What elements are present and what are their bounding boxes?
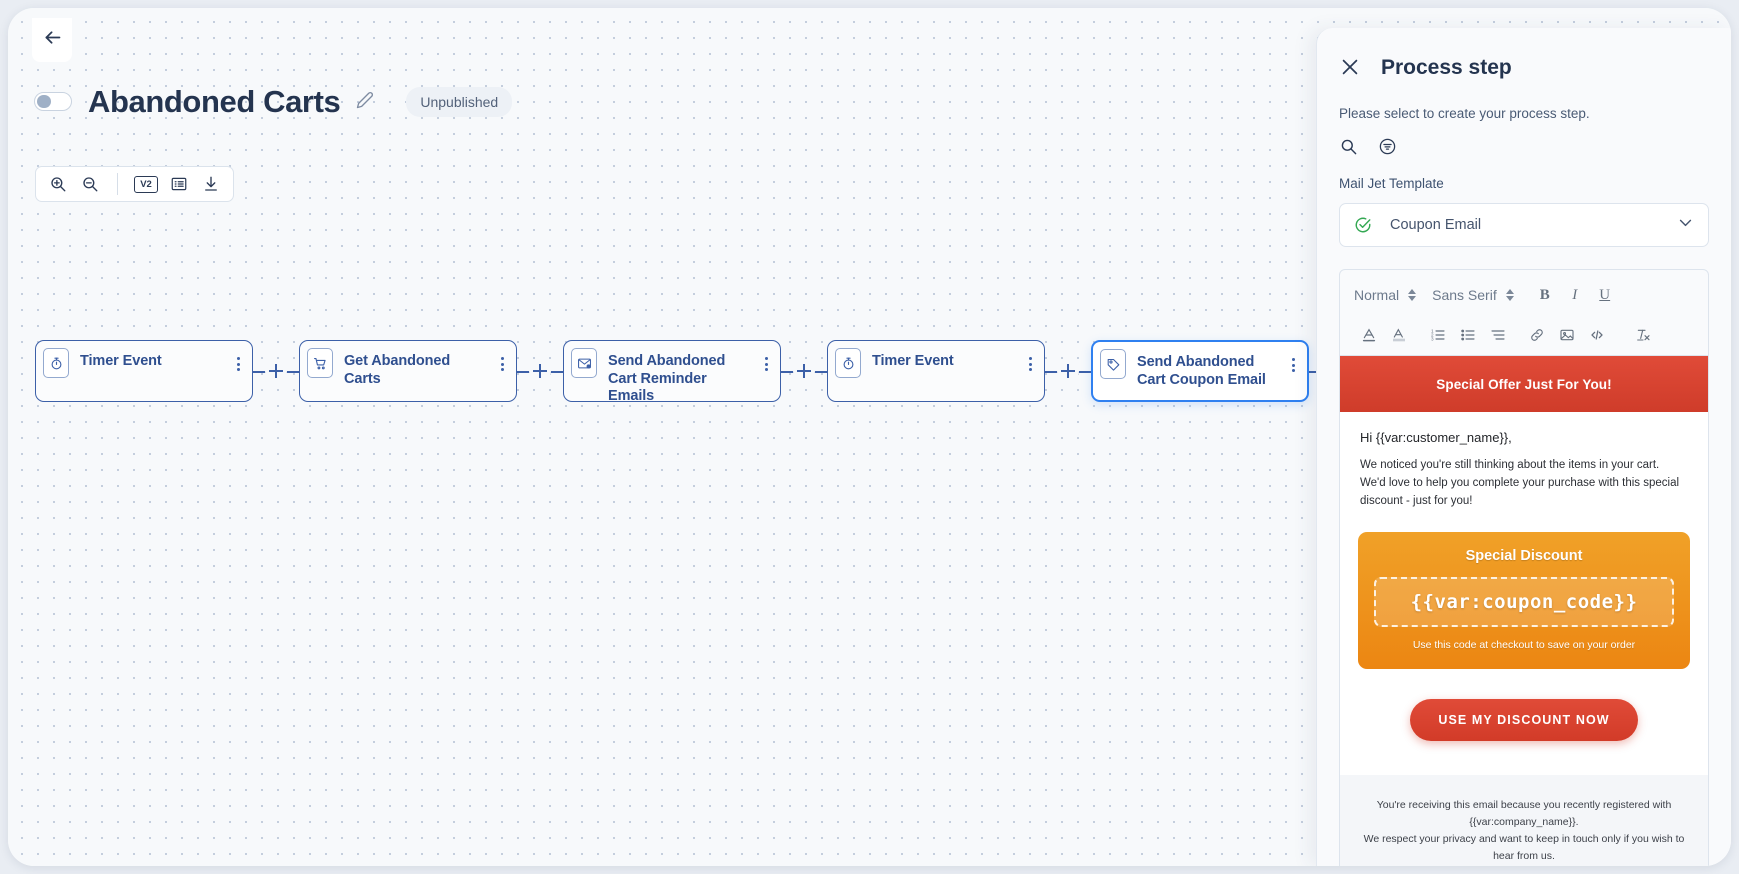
coupon-note: Use this code at checkout to save on you… [1412, 639, 1636, 652]
close-icon[interactable] [1339, 56, 1363, 80]
flow-node-menu-button[interactable] [760, 355, 772, 373]
flow-row: Timer Event Get Abandoned Carts [8, 340, 1355, 410]
cart-icon [307, 348, 333, 378]
chevron-down-icon[interactable] [1677, 214, 1694, 236]
flow-node-menu-button[interactable] [232, 355, 244, 373]
svg-text:2: 2 [1431, 332, 1434, 337]
mail-jet-template-label: Mail Jet Template [1339, 176, 1444, 191]
flow-node-get-abandoned-carts[interactable]: Get Abandoned Carts [299, 340, 517, 402]
tag-icon [1100, 349, 1126, 379]
footer-line-1: You're receiving this email because you … [1376, 799, 1672, 829]
publish-toggle[interactable] [34, 92, 72, 111]
back-button[interactable] [32, 18, 72, 62]
search-icon[interactable] [1339, 137, 1360, 158]
flow-node-send-coupon-email[interactable]: Send Abandoned Cart Coupon Email [1091, 340, 1309, 402]
timer-icon [43, 348, 69, 378]
footer-line-2: We respect your privacy and want to keep… [1363, 833, 1685, 862]
email-greeting: Hi {{var:customer_name}}, [1360, 430, 1512, 445]
code-icon[interactable] [1582, 322, 1612, 348]
app-window: Abandoned Carts Unpublished [8, 8, 1731, 866]
title-row: Abandoned Carts Unpublished [34, 84, 513, 119]
svg-text:3: 3 [1431, 336, 1434, 341]
pencil-icon[interactable] [356, 91, 378, 113]
add-step-connector-2[interactable] [517, 340, 563, 402]
block-format-select[interactable]: Normal [1354, 287, 1417, 303]
email-body: Hi {{var:customer_name}}, We noticed you… [1340, 412, 1708, 510]
flow-node-timer-event-2[interactable]: Timer Event [827, 340, 1045, 402]
zoom-toolbar: V2 [35, 166, 234, 202]
coupon-code: {{var:coupon_code}} [1374, 577, 1674, 628]
filter-icon[interactable] [1378, 137, 1399, 158]
mail-icon [571, 348, 597, 378]
flow-node-label: Send Abandoned Cart Coupon Email [1137, 354, 1266, 388]
list-icon[interactable] [168, 173, 190, 195]
arrow-left-icon [42, 27, 63, 53]
add-step-icon[interactable] [529, 360, 551, 382]
font-family-value: Sans Serif [1432, 287, 1497, 303]
version-badge-icon[interactable]: V2 [134, 175, 158, 193]
use-discount-button[interactable]: USE MY DISCOUNT NOW [1410, 699, 1638, 742]
zoom-in-icon[interactable] [47, 173, 69, 195]
process-step-panel: Process step Please select to create you… [1316, 28, 1731, 866]
flow-node-label: Timer Event [872, 353, 954, 369]
font-family-select[interactable]: Sans Serif [1432, 287, 1514, 303]
block-format-stepper-icon [1408, 289, 1417, 301]
mail-jet-template-select[interactable]: Coupon Email [1339, 203, 1709, 247]
add-step-icon[interactable] [793, 360, 815, 382]
flow-node-menu-button[interactable] [496, 355, 508, 373]
font-family-stepper-icon [1505, 289, 1514, 301]
block-format-value: Normal [1354, 287, 1400, 303]
email-footer: You're receiving this email because you … [1339, 775, 1709, 866]
clear-format-icon[interactable] [1628, 322, 1658, 348]
add-step-icon[interactable] [265, 360, 287, 382]
toolbar-row-1: Normal Sans Serif B I U [1340, 270, 1708, 315]
flow-node-timer-event-1[interactable]: Timer Event [35, 340, 253, 402]
version-badge-label: V2 [140, 178, 152, 190]
coupon-card: Special Discount {{var:coupon_code}} Use… [1358, 532, 1690, 670]
email-preview: Special Offer Just For You! Hi {{var:cus… [1339, 356, 1709, 776]
align-icon[interactable] [1483, 322, 1513, 348]
italic-button[interactable]: I [1572, 286, 1578, 303]
page-title: Abandoned Carts [88, 84, 341, 119]
add-step-connector-1[interactable] [253, 340, 299, 402]
link-icon[interactable] [1522, 322, 1552, 348]
flow-node-menu-button[interactable] [1287, 356, 1299, 374]
bullet-list-icon[interactable] [1453, 322, 1483, 348]
image-icon[interactable] [1552, 322, 1582, 348]
font-color-icon[interactable] [1354, 322, 1384, 348]
add-step-connector-3[interactable] [781, 340, 827, 402]
email-banner: Special Offer Just For You! [1340, 356, 1708, 412]
panel-tools [1317, 121, 1731, 158]
cta-wrapper: USE MY DISCOUNT NOW [1340, 669, 1708, 775]
flow-node-menu-button[interactable] [1024, 355, 1036, 373]
rich-text-editor-toolbar: Normal Sans Serif B I U [1339, 269, 1709, 356]
mail-jet-template-value: Coupon Email [1390, 217, 1482, 233]
flow-node-label: Get Abandoned Carts [344, 353, 451, 387]
add-step-connector-4[interactable] [1045, 340, 1091, 402]
panel-subtitle: Please select to create your process ste… [1339, 106, 1590, 121]
coupon-title: Special Discount [1465, 548, 1583, 565]
flow-node-send-reminder-emails[interactable]: Send Abandoned Cart Reminder Emails [563, 340, 781, 404]
svg-text:1: 1 [1431, 328, 1434, 333]
add-step-icon[interactable] [1057, 360, 1079, 382]
toolbar-divider [117, 173, 118, 195]
flow-node-label: Send Abandoned Cart Reminder Emails [608, 353, 726, 405]
highlight-icon[interactable] [1384, 322, 1414, 348]
check-circle-icon [1354, 216, 1372, 234]
timer-icon [835, 348, 861, 378]
panel-title: Process step [1381, 56, 1512, 79]
flow-node-label: Timer Event [80, 353, 162, 369]
status-badge: Unpublished [406, 86, 513, 117]
bold-button[interactable]: B [1539, 286, 1550, 303]
download-icon[interactable] [200, 173, 222, 195]
zoom-out-icon[interactable] [79, 173, 101, 195]
panel-header: Process step [1317, 28, 1731, 80]
email-paragraph: We noticed you're still thinking about t… [1360, 459, 1680, 507]
underline-button[interactable]: U [1599, 286, 1611, 303]
